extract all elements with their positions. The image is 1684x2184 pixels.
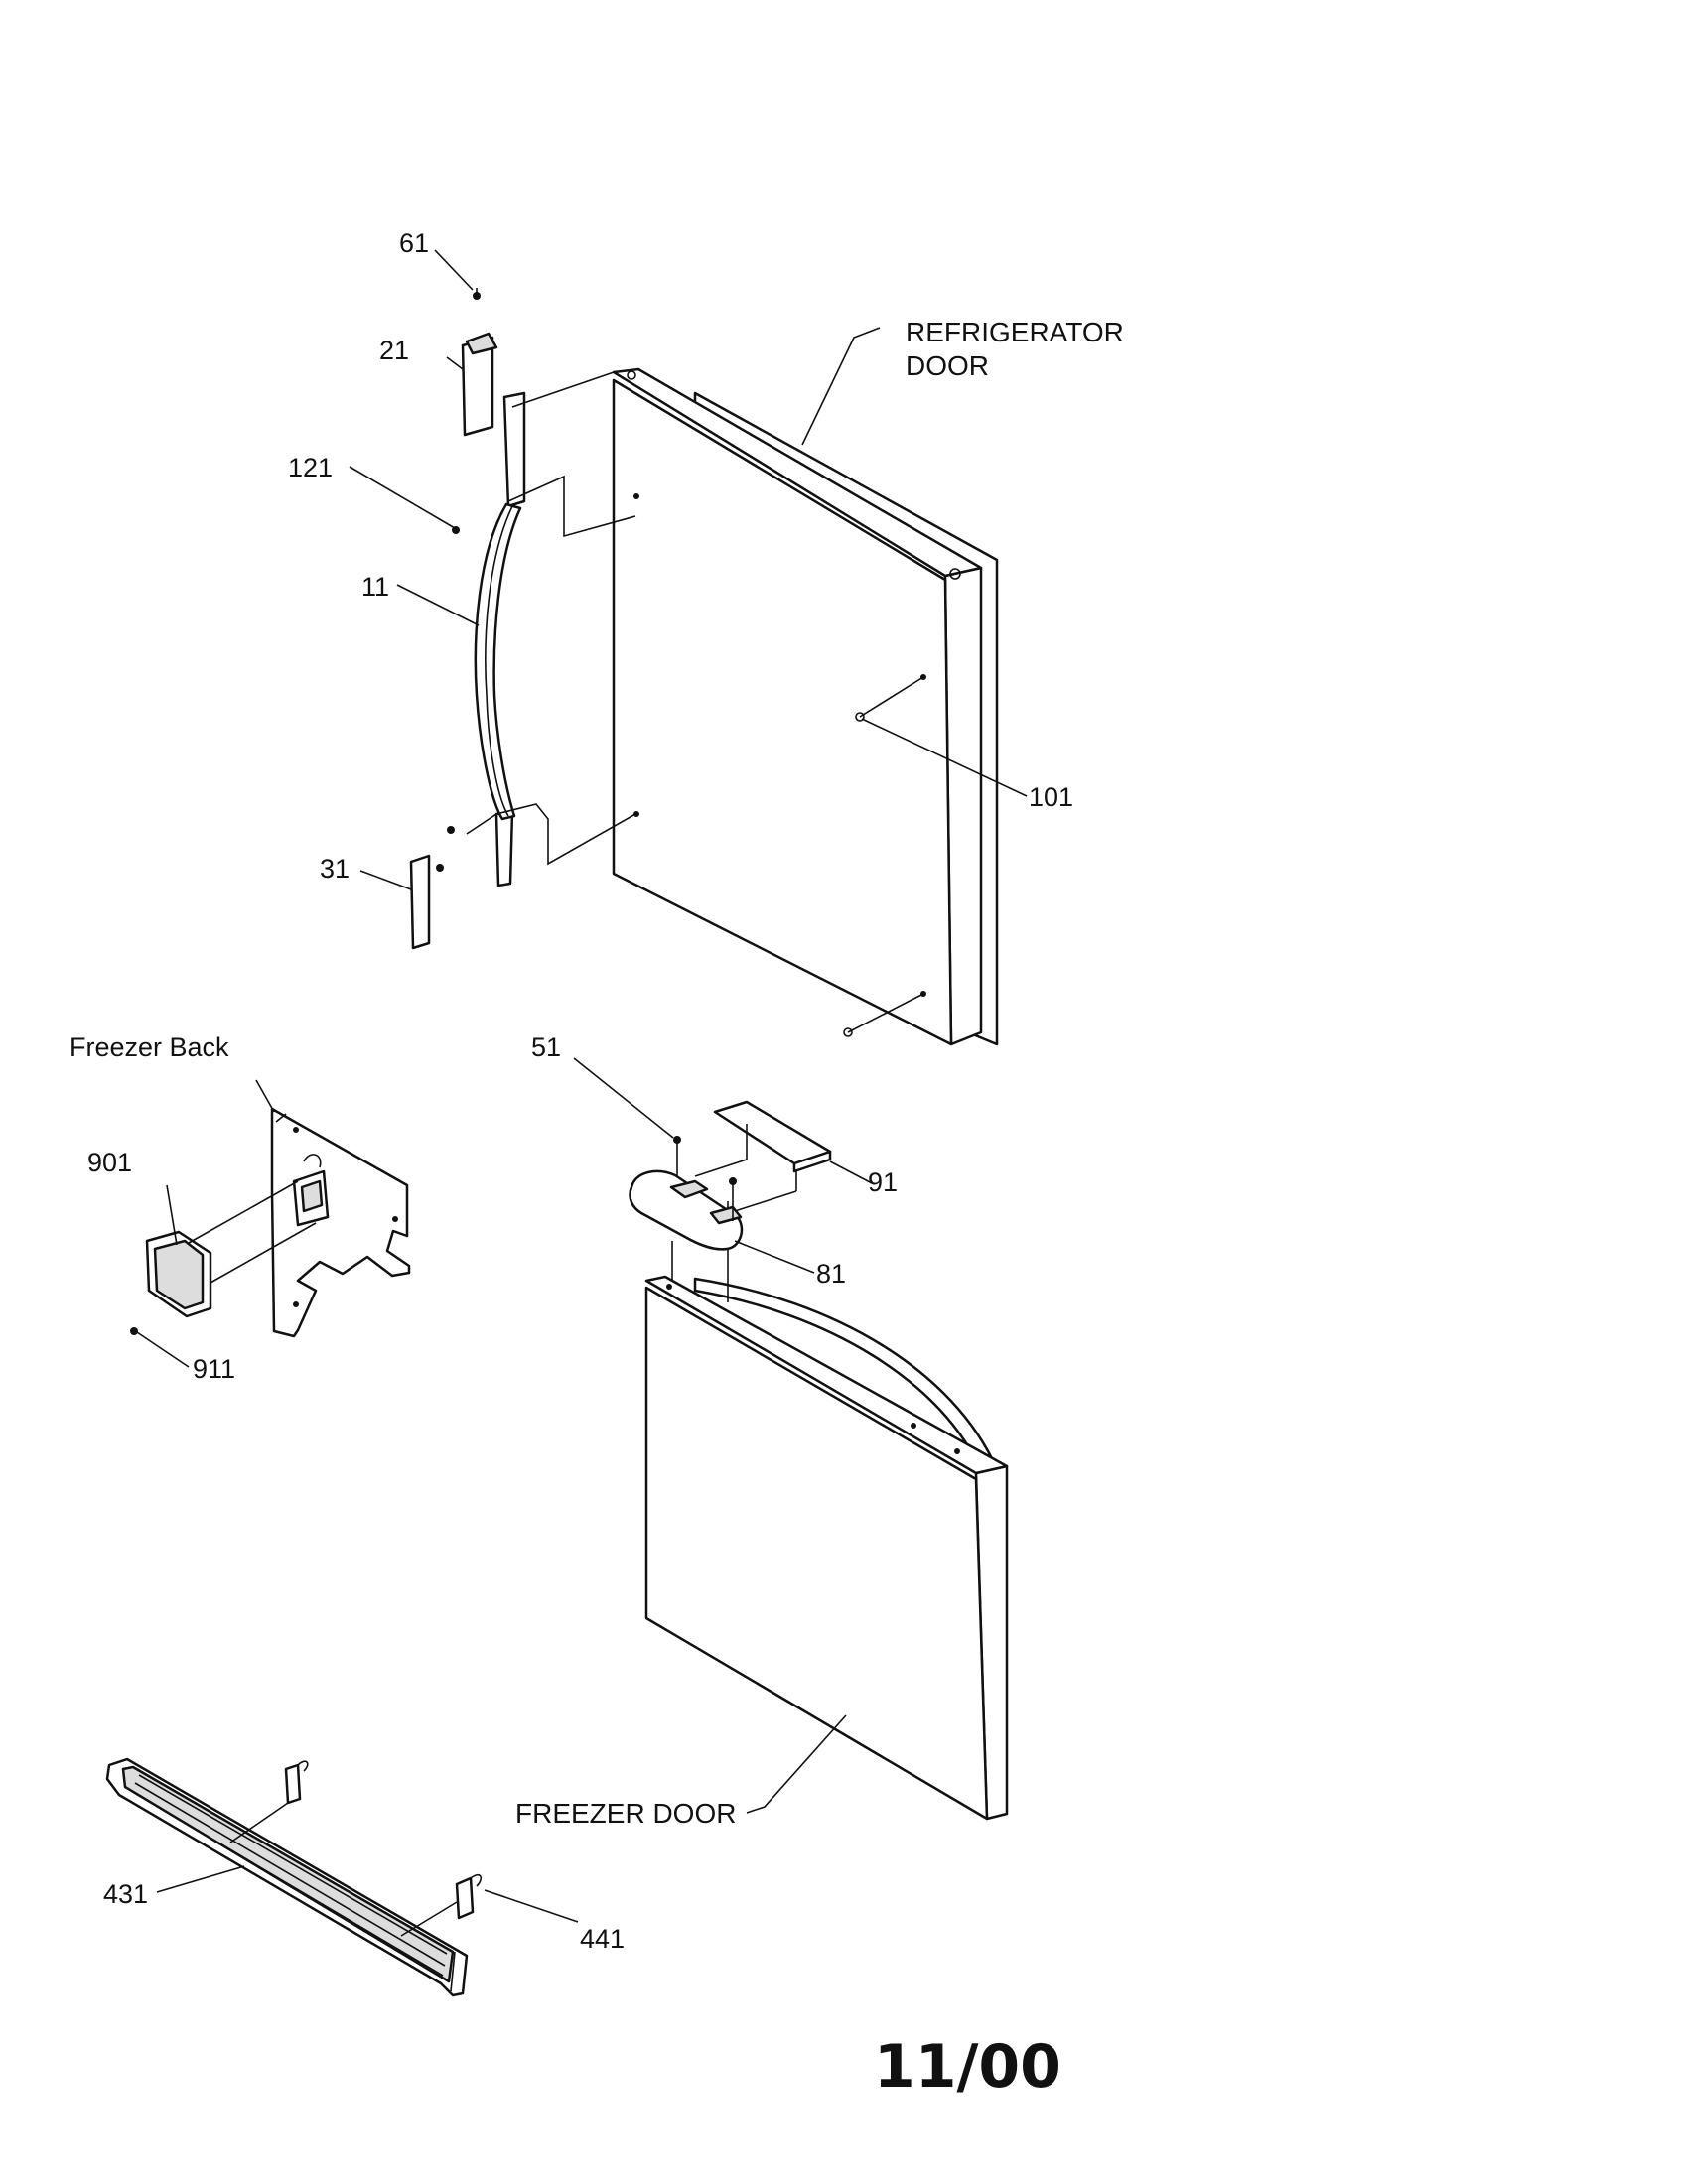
label-901: 901 xyxy=(87,1148,132,1177)
label-911: 911 xyxy=(193,1354,235,1384)
grille-assembly xyxy=(105,1757,483,1997)
label-21: 21 xyxy=(379,336,409,365)
label-11: 11 xyxy=(361,572,389,602)
hinge-assembly xyxy=(629,1100,832,1251)
refrigerator-door xyxy=(612,367,999,1046)
label-refrigerator-door-1: REFRIGERATOR xyxy=(906,317,1124,347)
label-freezer-back: Freezer Back xyxy=(70,1032,229,1062)
label-91: 91 xyxy=(868,1167,898,1197)
freezer-door xyxy=(644,1201,1009,1821)
label-101: 101 xyxy=(1029,782,1073,812)
label-431: 431 xyxy=(103,1879,148,1909)
label-51: 51 xyxy=(531,1032,561,1062)
label-31: 31 xyxy=(320,854,350,884)
freezer-back xyxy=(130,1107,411,1338)
label-refrigerator-door-2: DOOR xyxy=(906,350,989,381)
label-freezer-door: FREEZER DOOR xyxy=(515,1798,736,1829)
labels: 61 21 121 11 31 101 REFRIGERATOR DOOR Fr… xyxy=(70,228,1124,2102)
label-81: 81 xyxy=(816,1259,846,1289)
handle-assembly xyxy=(409,288,636,950)
footer-date: 11/00 xyxy=(874,2032,1061,2102)
label-121: 121 xyxy=(288,453,333,482)
label-441: 441 xyxy=(580,1924,625,1954)
leader-lines xyxy=(136,249,1028,1923)
label-61: 61 xyxy=(399,228,429,258)
